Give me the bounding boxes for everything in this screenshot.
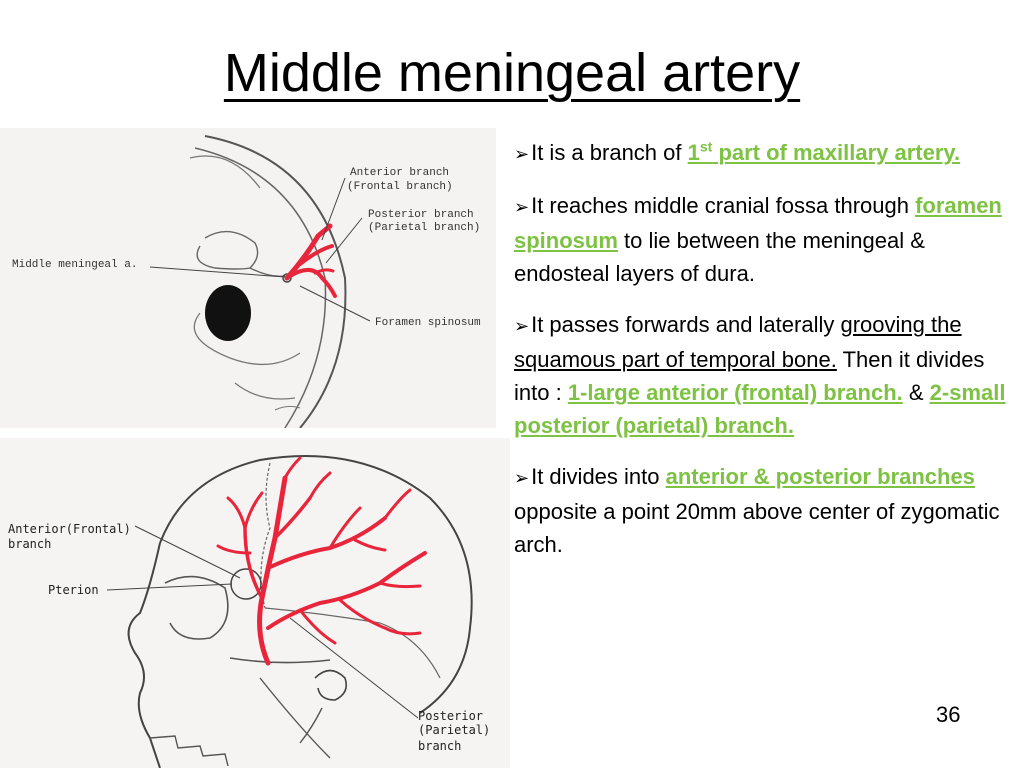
- label-middle-meningeal: Middle meningeal a.: [12, 259, 137, 271]
- label-posterior: Posterior: [418, 709, 483, 723]
- page-number: 36: [936, 702, 961, 727]
- cranial-fossa-diagram: Anterior branch (Frontal branch) Posteri…: [0, 128, 496, 428]
- bullet-arrow-icon: ➢: [514, 316, 530, 336]
- bullet-item: ➢It reaches middle cranial fossa through…: [514, 193, 1002, 286]
- label-parietal-branch: (Parietal branch): [368, 222, 480, 234]
- slide-title: Middle meningeal artery: [223, 43, 801, 103]
- label-posterior-branch-word: branch: [418, 739, 461, 753]
- bullet-item: ➢It passes forwards and laterally groovi…: [514, 312, 1006, 438]
- label-anterior-frontal: Anterior(Frontal): [8, 522, 131, 536]
- bullet-arrow-icon: ➢: [514, 144, 530, 164]
- bullet-item: ➢It divides into anterior & posterior br…: [514, 464, 1000, 557]
- bullet-arrow-icon: ➢: [514, 468, 530, 488]
- label-pterion: Pterion: [48, 583, 99, 597]
- label-foramen-spinosum: Foramen spinosum: [375, 317, 481, 329]
- label-frontal-branch: (Frontal branch): [347, 181, 453, 193]
- label-anterior-branch: Anterior branch: [350, 167, 449, 179]
- bullet-item: ➢It is a branch of 1st part of maxillary…: [514, 138, 961, 165]
- label-anterior-branch-word: branch: [8, 537, 51, 551]
- label-posterior-branch: Posterior branch: [368, 209, 474, 221]
- label-parietal: (Parietal): [418, 723, 490, 737]
- bullet-list: ➢It is a branch of 1st part of maxillary…: [514, 136, 1009, 579]
- bullet-arrow-icon: ➢: [514, 197, 530, 217]
- lateral-skull-diagram: Anterior(Frontal) branch Pterion Posteri…: [0, 438, 510, 768]
